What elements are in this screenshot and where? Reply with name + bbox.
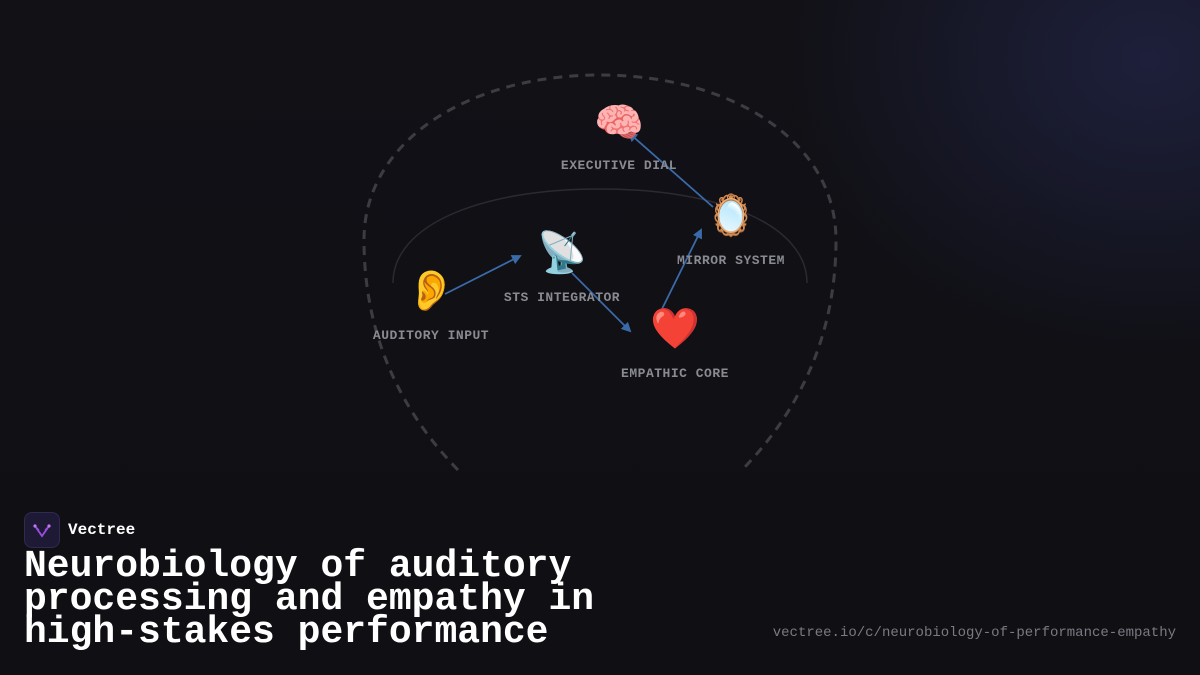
page-title: Neurobiology of auditory processing and …	[24, 545, 595, 654]
vectree-logo-icon	[24, 512, 60, 548]
edge-empathic-to-mirror	[661, 228, 702, 310]
node-label-executive: EXECUTIVE DIAL	[560, 158, 678, 173]
node-label-sts: STS INTEGRATOR	[503, 290, 621, 305]
edge-sts-to-empathic	[571, 272, 632, 333]
node-label-mirror: MIRROR SYSTEM	[677, 253, 785, 268]
brand: Vectree	[24, 512, 135, 548]
edges-group	[444, 131, 714, 333]
node-label-auditory: AUDITORY INPUT	[372, 328, 490, 343]
satellite-dish-icon: 📡	[537, 230, 587, 276]
edge-auditory-to-sts	[444, 255, 522, 295]
brain-arc	[392, 188, 808, 284]
page-url: vectree.io/c/neurobiology-of-performance…	[772, 625, 1176, 641]
mirror-icon: 🪞	[706, 193, 756, 239]
edge-mirror-to-executive	[627, 131, 714, 208]
brain-icon: 🧠	[594, 100, 644, 146]
head-outline	[362, 73, 838, 472]
heart-icon: ❤️	[650, 306, 700, 352]
node-label-empathic: EMPATHIC CORE	[621, 366, 729, 381]
ear-icon: 👂	[406, 268, 456, 314]
brand-name: Vectree	[68, 521, 136, 539]
